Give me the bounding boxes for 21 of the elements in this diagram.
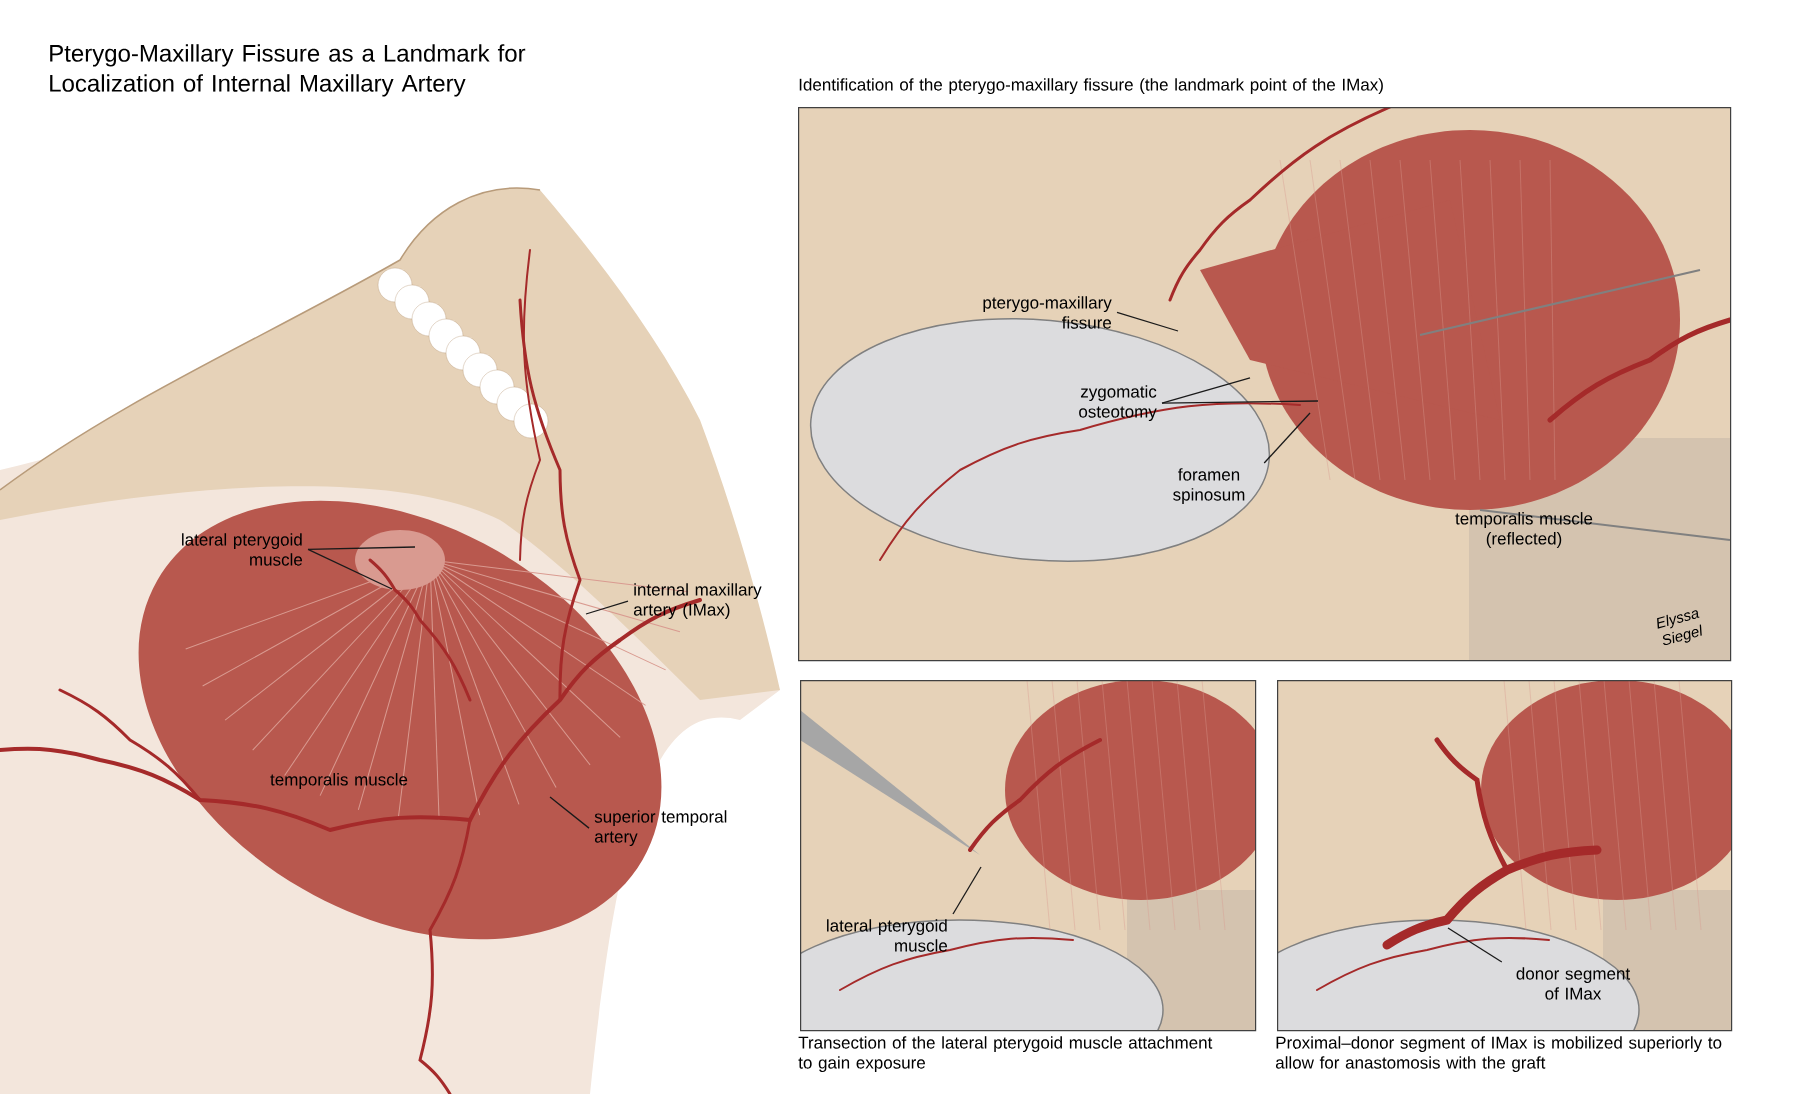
structure-label: temporalis muscle (reflected): [1455, 512, 1593, 548]
diagram-title: Pterygo-Maxillary Fissure as a Landmark for Localization of Internal Maxillary Artery: [50, 44, 526, 97]
structure-label: lateral pterygoid muscle: [827, 919, 948, 952]
signature: Elyssa Siegel: [1657, 610, 1702, 646]
structure-label: superior temporal artery: [594, 810, 727, 847]
leader-line: [549, 796, 590, 829]
leader-line: [1116, 311, 1179, 332]
panel-caption: Identification of the pterygo-maxillary fissure (the landmark point of the IMax): [799, 78, 1383, 95]
structure-label: donor segment of IMax: [1516, 967, 1631, 1000]
leader-line: [585, 600, 629, 615]
panel-caption: Transection of the lateral pterygoid muscle attachment to gain exposure: [798, 1036, 1213, 1073]
leader-line: [952, 866, 982, 915]
leader-line: [307, 548, 393, 590]
leader-line: [307, 546, 416, 551]
leader-line: [1263, 412, 1311, 464]
leader-line: [1447, 927, 1503, 963]
panel-caption: Proximal–donor segment of IMax is mobilized superiorly to allow for anastomosis with the graft: [1275, 1036, 1722, 1073]
leader-line: [1161, 400, 1319, 404]
structure-label: pterygo-maxillary fissure: [983, 296, 1112, 329]
structure-label: foramen spinosum: [1173, 468, 1245, 505]
structure-label: temporalis muscle: [270, 773, 408, 789]
